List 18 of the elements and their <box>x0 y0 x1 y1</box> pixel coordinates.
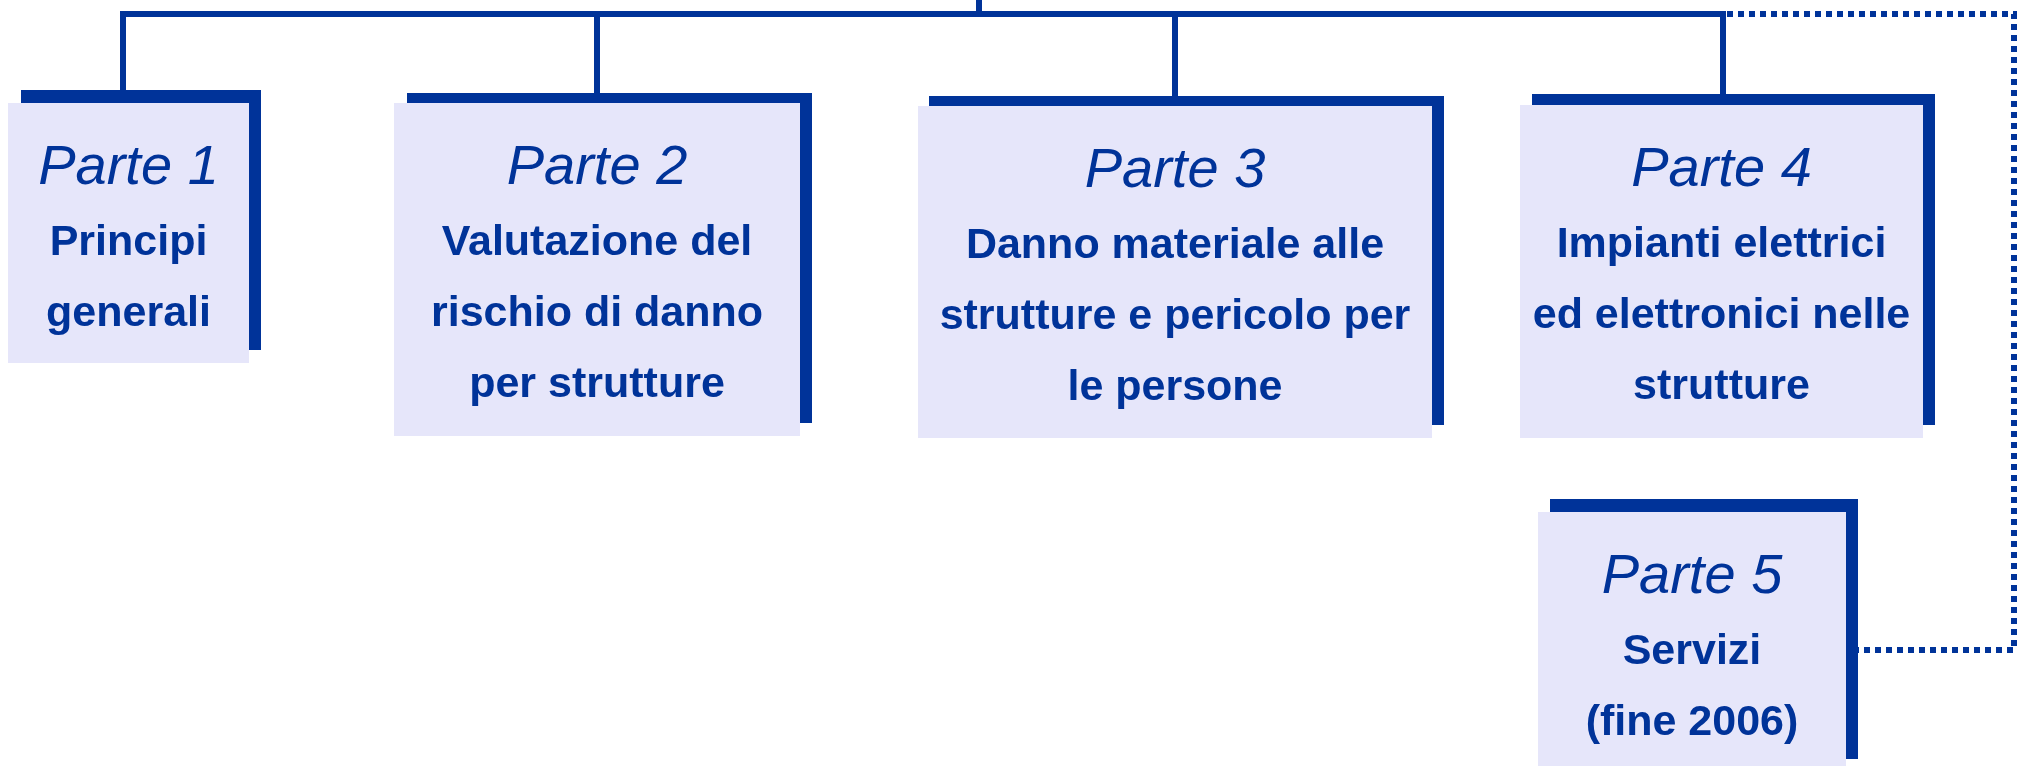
part-number: Parte 5 <box>1601 541 1783 607</box>
part-title: Danno materiale alle strutture e pericolo per le persone <box>938 218 1412 411</box>
part-box <box>8 90 261 363</box>
part-number: Parte 1 <box>38 132 219 198</box>
part-title: Servizi <box>1622 624 1762 675</box>
part-box <box>918 96 1444 438</box>
dotted-connector <box>1727 11 2017 653</box>
part-box <box>394 93 812 436</box>
part-number: Parte 4 <box>1631 134 1812 200</box>
part-box <box>1538 499 1858 766</box>
connector-line <box>976 0 1726 94</box>
part-title: (fine 2006) <box>1585 695 1799 746</box>
part-title: Impianti elettrici ed elettronici nelle strutture <box>1531 217 1912 410</box>
part-title: Principi generali <box>45 215 212 337</box>
part-number: Parte 2 <box>506 132 688 198</box>
part-number: Parte 3 <box>1084 135 1266 201</box>
part-title: Valutazione del rischio di danno per strutture <box>429 215 765 408</box>
part-box <box>1520 94 1935 438</box>
